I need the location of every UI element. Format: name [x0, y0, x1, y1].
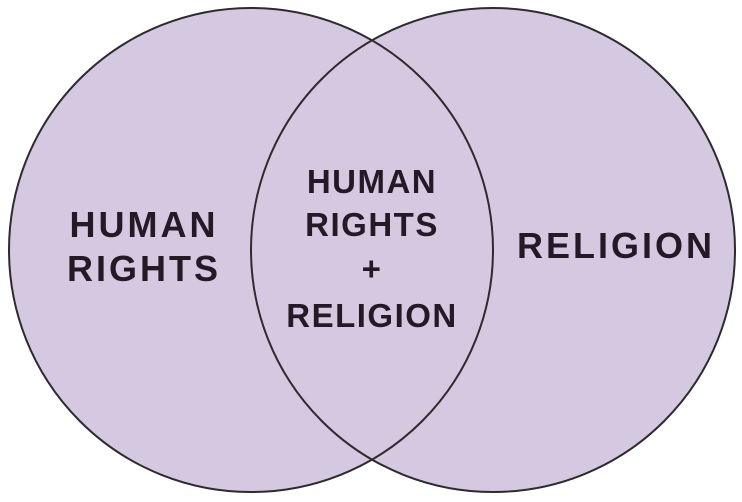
right-set-label: RELIGION — [517, 225, 715, 266]
left-circle-outline — [8, 7, 494, 493]
intersection-label-line1: HUMAN — [307, 163, 437, 200]
intersection-label-line4: RELIGION — [286, 297, 458, 334]
right-circle-outline — [250, 7, 736, 493]
left-set-label-line2: RIGHTS — [67, 248, 221, 289]
left-set-label-line1: HUMAN — [70, 204, 219, 245]
intersection-label-line2: RIGHTS — [305, 206, 439, 243]
intersection-label-plus: + — [362, 250, 383, 287]
